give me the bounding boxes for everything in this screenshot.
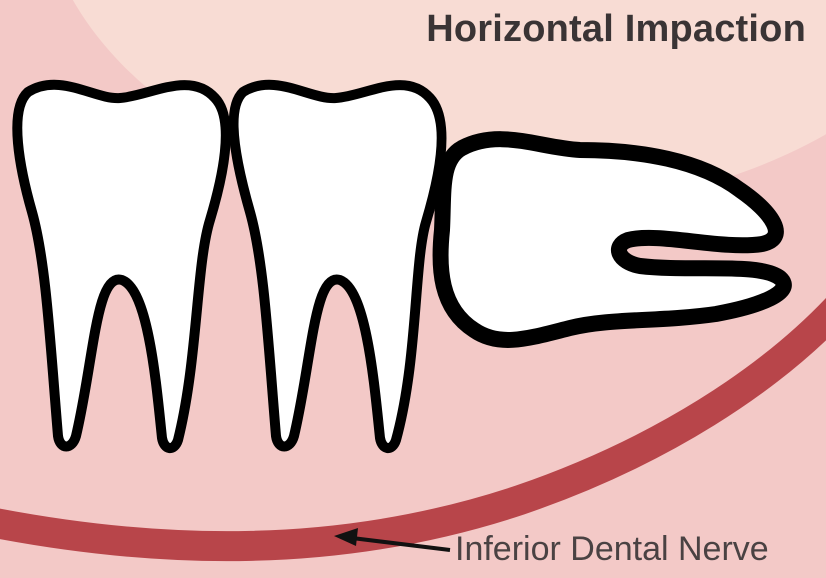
molar-tooth-2 — [228, 79, 447, 453]
diagram-title: Horizontal Impaction — [426, 8, 806, 50]
nerve-pointer-arrowhead — [334, 528, 358, 546]
molar-tooth-1 — [12, 79, 231, 453]
inferior-dental-nerve — [0, 297, 826, 562]
nerve-label: Inferior Dental Nerve — [455, 530, 769, 568]
nerve-pointer-line — [351, 536, 451, 552]
impacted-wisdom-tooth — [432, 131, 792, 348]
